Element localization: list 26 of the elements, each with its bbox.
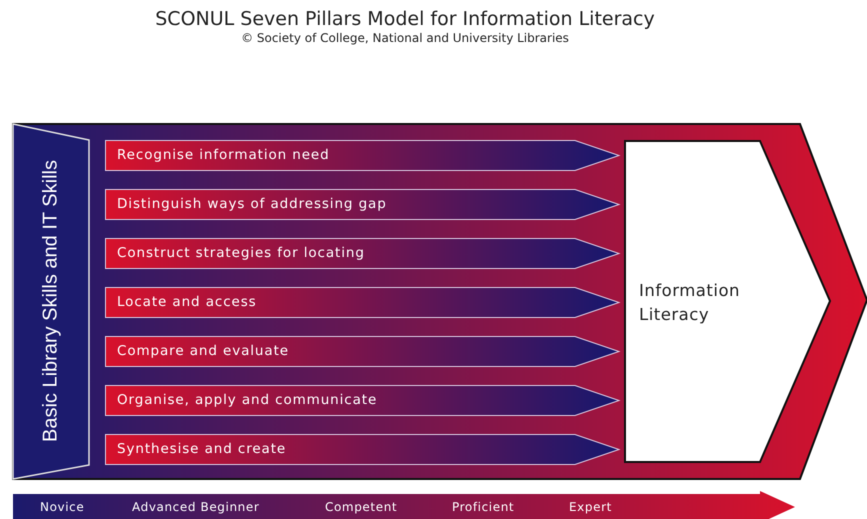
stage-label: Proficient — [452, 500, 514, 515]
pillar-banner — [105, 140, 620, 171]
pillar-label: Organise, apply and communicate — [117, 391, 378, 409]
stage-label: Novice — [40, 500, 84, 515]
title: SCONUL Seven Pillars Model for Information Literacy — [154, 8, 656, 30]
pillar-label: Compare and evaluate — [117, 342, 289, 360]
pillar-banner — [105, 434, 620, 465]
pillar-label: Locate and access — [117, 293, 257, 311]
pillar-label: Construct strategies for locating — [117, 244, 365, 262]
pillar-label: Distinguish ways of addressing gap — [117, 195, 387, 213]
goal-label: Information Literacy — [639, 280, 742, 326]
band-label: Basic Library Skills and IT Skills — [40, 159, 62, 444]
pillar-label: Synthesise and create — [117, 440, 286, 458]
copyright-caption: © Society of College, National and University Libraries — [240, 31, 570, 45]
stage-label: Expert — [569, 500, 612, 515]
stage-label: Advanced Beginner — [132, 500, 260, 515]
skills-band — [13, 124, 89, 479]
pillar-banner — [105, 385, 620, 416]
pillar-banner — [105, 238, 620, 269]
progression-arrow — [13, 491, 795, 519]
pillar-banner — [105, 189, 620, 220]
pillar-label: Recognise information need — [117, 146, 330, 164]
pillar-banner — [105, 287, 620, 318]
stage-label: Competent — [325, 500, 398, 515]
goal-box — [624, 140, 831, 463]
pillar-banner — [105, 336, 620, 367]
